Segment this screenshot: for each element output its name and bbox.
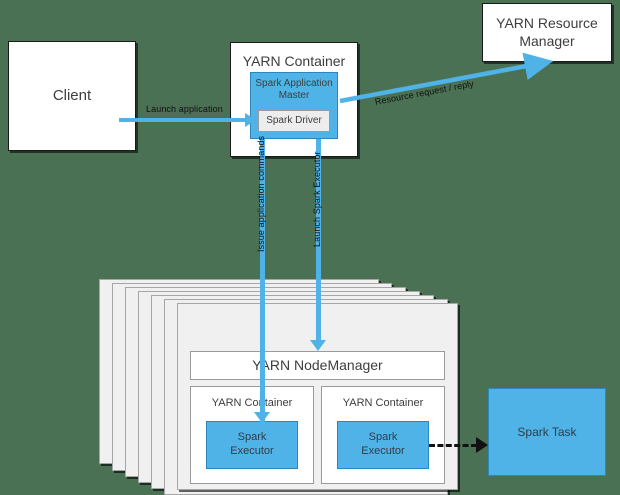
yarn-node-manager-label: YARN NodeManager: [252, 356, 383, 373]
spark-task: Spark Task: [488, 388, 606, 476]
edge-resource-request-reply-label: Resource request / reply: [374, 78, 475, 107]
yarn-container-top-label: YARN Container: [242, 53, 346, 69]
spark-executor-left-label: Spark Executor: [230, 431, 274, 457]
client-box: Client: [8, 41, 136, 151]
yarn-container-left-label: YARN Container: [211, 397, 293, 409]
yarn-resource-manager-box: YARN Resource Manager: [482, 3, 612, 62]
edge-executor-to-task-line: [429, 444, 477, 447]
edge-launch-application-arrowhead: [245, 113, 256, 127]
yarn-container-right-label: YARN Container: [342, 397, 424, 409]
spark-task-label: Spark Task: [517, 424, 577, 439]
spark-executor-right: Spark Executor: [337, 421, 429, 469]
resource-request-reply-line: [339, 52, 554, 104]
edge-issue-commands-label: Issue application commands: [256, 135, 266, 252]
spark-executor-right-label: Spark Executor: [361, 431, 405, 457]
edge-launch-executor-arrowhead: [310, 340, 326, 351]
edge-issue-commands-arrowhead: [254, 412, 270, 423]
edge-launch-application-label: Launch application: [146, 104, 223, 114]
spark-application-master-label: Spark Application Master: [255, 78, 333, 101]
edge-launch-executor-line: [316, 139, 321, 344]
edge-launch-application-line: [119, 118, 246, 122]
edge-issue-commands-line: [260, 139, 265, 429]
spark-driver-label: Spark Driver: [266, 114, 322, 126]
edge-launch-executor-label: Launch Spark Executor: [312, 151, 322, 247]
client-label: Client: [52, 86, 92, 104]
yarn-resource-manager-label: YARN Resource Manager: [496, 15, 598, 49]
yarn-node-manager: YARN NodeManager: [190, 351, 445, 380]
spark-driver: Spark Driver: [258, 110, 330, 132]
edge-executor-to-task-arrowhead: [476, 437, 488, 453]
spark-executor-left: Spark Executor: [206, 421, 298, 469]
